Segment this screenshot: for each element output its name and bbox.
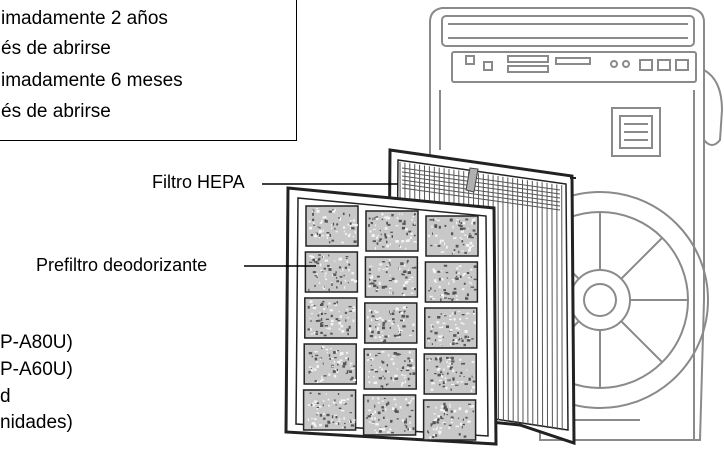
prefilter-pad	[303, 343, 357, 385]
hepa-filter-label: Filtro HEPA	[152, 172, 245, 192]
air-purifier-unit	[429, 7, 724, 441]
info-box: imadamente 2 años és de abrirse imadamen…	[0, 0, 297, 141]
info-line-3: imadamente 6 meses	[1, 70, 183, 91]
left-text-line-2: P-A60U)	[0, 359, 73, 380]
info-line-4: és de abrirse	[1, 101, 111, 122]
info-line-2: és de abrirse	[1, 38, 111, 59]
prefilter-pad	[364, 256, 419, 298]
info-line-1: imadamente 2 años	[1, 8, 168, 29]
prefilter-pad	[422, 399, 477, 441]
prefilter-pad	[302, 389, 357, 431]
left-text-line-3: d	[0, 386, 11, 407]
prefilter-graphic	[284, 186, 498, 446]
prefilter-pad	[364, 302, 418, 344]
left-text-line-1: P-A80U)	[0, 332, 73, 353]
prefilter-pad	[423, 353, 477, 395]
left-text-line-4: nidades)	[0, 412, 73, 433]
prefilter-label: Prefiltro deodorizante	[36, 255, 208, 275]
